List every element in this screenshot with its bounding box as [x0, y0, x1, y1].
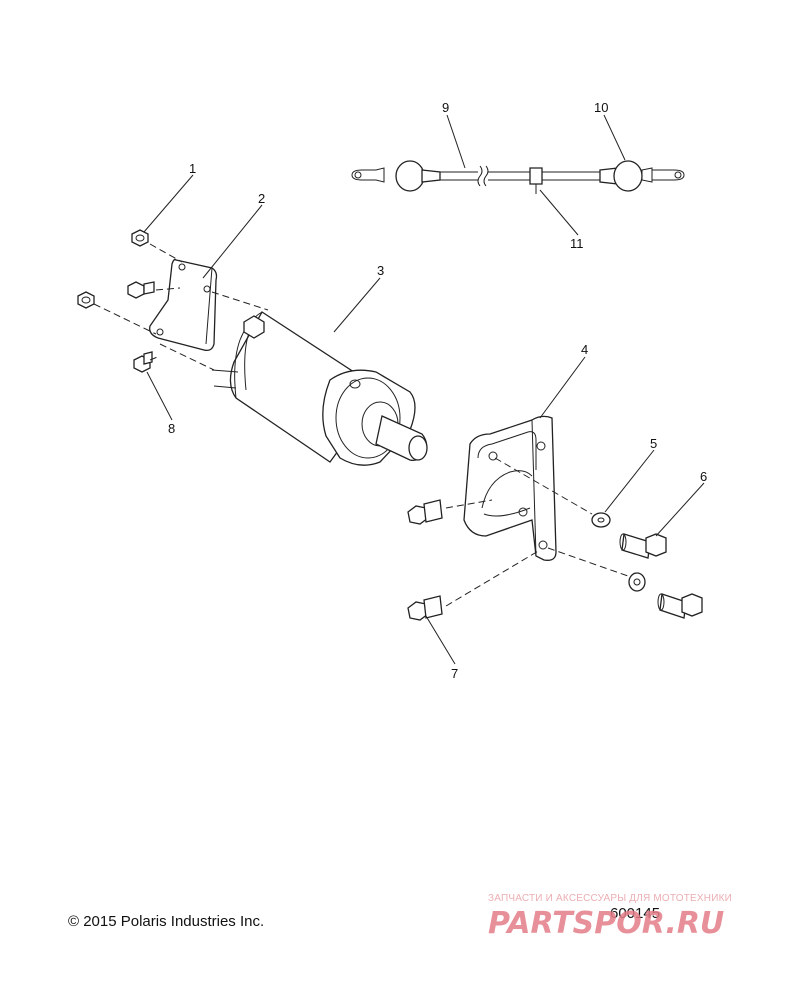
- callout-8: 8: [168, 421, 175, 436]
- bolt-6-lower: [657, 593, 703, 619]
- starter-front-bracket: [463, 415, 557, 561]
- starter-rear-bracket: [149, 258, 218, 352]
- callout-1: 1: [189, 161, 196, 176]
- callout-4: 4: [581, 342, 588, 357]
- washer-lower: [628, 572, 646, 592]
- callout-10: 10: [594, 100, 608, 115]
- bolt-upper: [127, 281, 155, 299]
- callout-7: 7: [451, 666, 458, 681]
- flange-nut-1: [131, 229, 149, 247]
- callout-3: 3: [377, 263, 384, 278]
- watermark-tagline: ЗАПЧАСТИ И АКСЕССУАРЫ ДЛЯ МОТОТЕХНИКИ: [488, 893, 733, 904]
- alignment-lines: [93, 243, 629, 607]
- starter-motor: [211, 311, 428, 466]
- callout-9: 9: [442, 100, 449, 115]
- flange-bolt-7: [407, 595, 443, 621]
- callout-labels: 1 2 3 4 5 6 7 8 9 10 11: [168, 100, 707, 681]
- watermark-brand: PARTSPOR.RU: [488, 906, 725, 941]
- bolt-8: [133, 351, 153, 373]
- bolt-6-upper: [619, 533, 667, 559]
- flange-bolt-upper: [407, 499, 443, 525]
- copyright-notice: © 2015 Polaris Industries Inc.: [68, 913, 265, 930]
- washer-upper: [591, 512, 611, 528]
- battery-cable-assembly: [351, 160, 685, 194]
- diagram-number: 600145: [610, 905, 661, 922]
- callout-6: 6: [700, 469, 707, 484]
- callout-leaders: [143, 114, 705, 665]
- callout-5: 5: [650, 436, 657, 451]
- watermark-logo: ЗАПЧАСТИ И АКСЕССУАРЫ ДЛЯ МОТОТЕХНИКИ PA…: [488, 893, 788, 941]
- flange-nut-left: [77, 291, 95, 309]
- callout-11: 11: [570, 236, 584, 251]
- callout-2: 2: [258, 191, 265, 206]
